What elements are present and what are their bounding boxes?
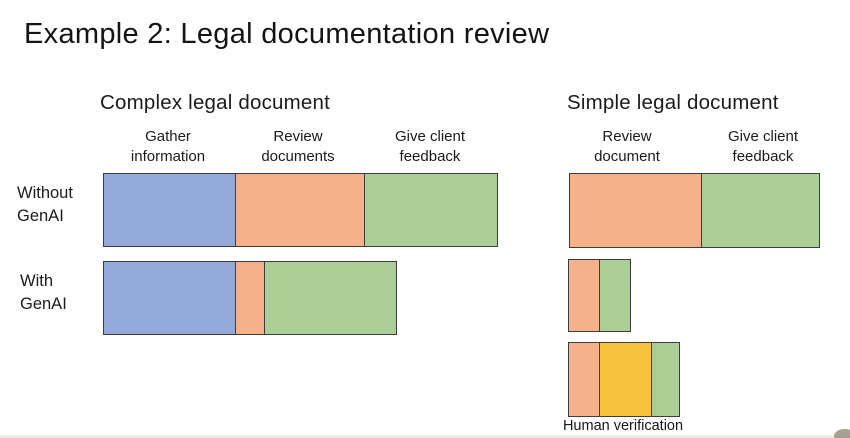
- row-label-with-genai: With GenAI: [20, 272, 67, 314]
- corner-artifact: [834, 429, 850, 438]
- segment-give-client-feedback: [364, 174, 497, 246]
- bar-simple-with-genai: [568, 259, 631, 332]
- bar-complex-with-genai: [103, 261, 397, 335]
- segment-review-documents: [235, 262, 264, 334]
- page-title: Example 2: Legal documentation review: [24, 18, 550, 50]
- segment-give-client-feedback: [599, 260, 630, 331]
- segment-review-document: [570, 174, 701, 247]
- column-label-give-client-feedback: Give client feedback: [394, 128, 466, 165]
- segment-gather-information: [104, 262, 235, 334]
- column-label-review-document: Review document: [594, 128, 660, 165]
- column-label-review-documents: Review documents: [261, 128, 335, 165]
- bar-simple-without-genai: [569, 173, 820, 248]
- row-label-without-genai: Without GenAI: [17, 184, 73, 226]
- segment-human-verification: [599, 343, 651, 416]
- panel-title-complex: Complex legal document: [100, 91, 331, 114]
- segment-give-client-feedback: [651, 343, 679, 416]
- slide-bottom-edge: [0, 435, 850, 438]
- segment-review-document: [569, 260, 599, 331]
- segment-give-client-feedback: [701, 174, 819, 247]
- segment-review-documents: [235, 174, 364, 246]
- bar-simple-with-genai-human-verification: [568, 342, 680, 417]
- column-label-gather-information: Gather information: [130, 128, 206, 165]
- bar-complex-without-genai: [103, 173, 498, 247]
- segment-review-document: [569, 343, 599, 416]
- segment-gather-information: [104, 174, 235, 246]
- column-label-give-client-feedback-simple: Give client feedback: [727, 128, 799, 165]
- panel-title-simple: Simple legal document: [567, 91, 779, 114]
- human-verification-label: Human verification: [562, 418, 684, 434]
- segment-give-client-feedback: [264, 262, 396, 334]
